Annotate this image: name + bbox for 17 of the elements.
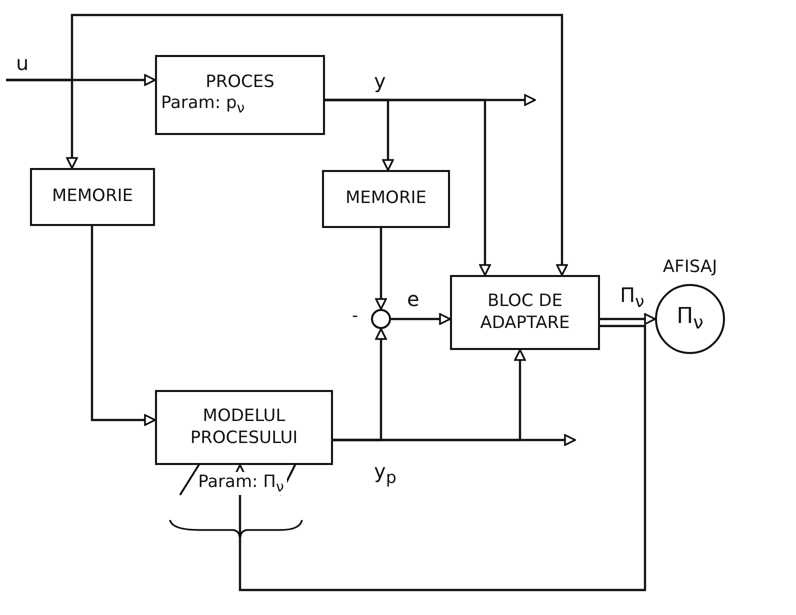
- arrow: [375, 228, 387, 310]
- block-box: MODELUL PROCESULUI: [155, 390, 333, 465]
- block-box: MEMORIE: [30, 168, 155, 226]
- arrow: [6, 14, 568, 276]
- arrow: [600, 313, 656, 325]
- arrow: [325, 98, 491, 276]
- arrow: [234, 324, 646, 592]
- arrow: [333, 349, 526, 442]
- block-box: PROCES Param: p$_{ν}$: [155, 55, 325, 135]
- block-box: MEMORIE: [322, 170, 450, 228]
- display-label: AFISAJ: [662, 257, 718, 278]
- parameter-note: Param: Π$_{ν}$: [195, 472, 287, 496]
- block-box: BLOC DE ADAPTARE: [450, 275, 600, 350]
- arrow: [90, 226, 156, 426]
- arrow: [391, 313, 451, 325]
- summing-junction: [371, 309, 391, 329]
- display-circle: Π$_{ν}$: [655, 284, 725, 354]
